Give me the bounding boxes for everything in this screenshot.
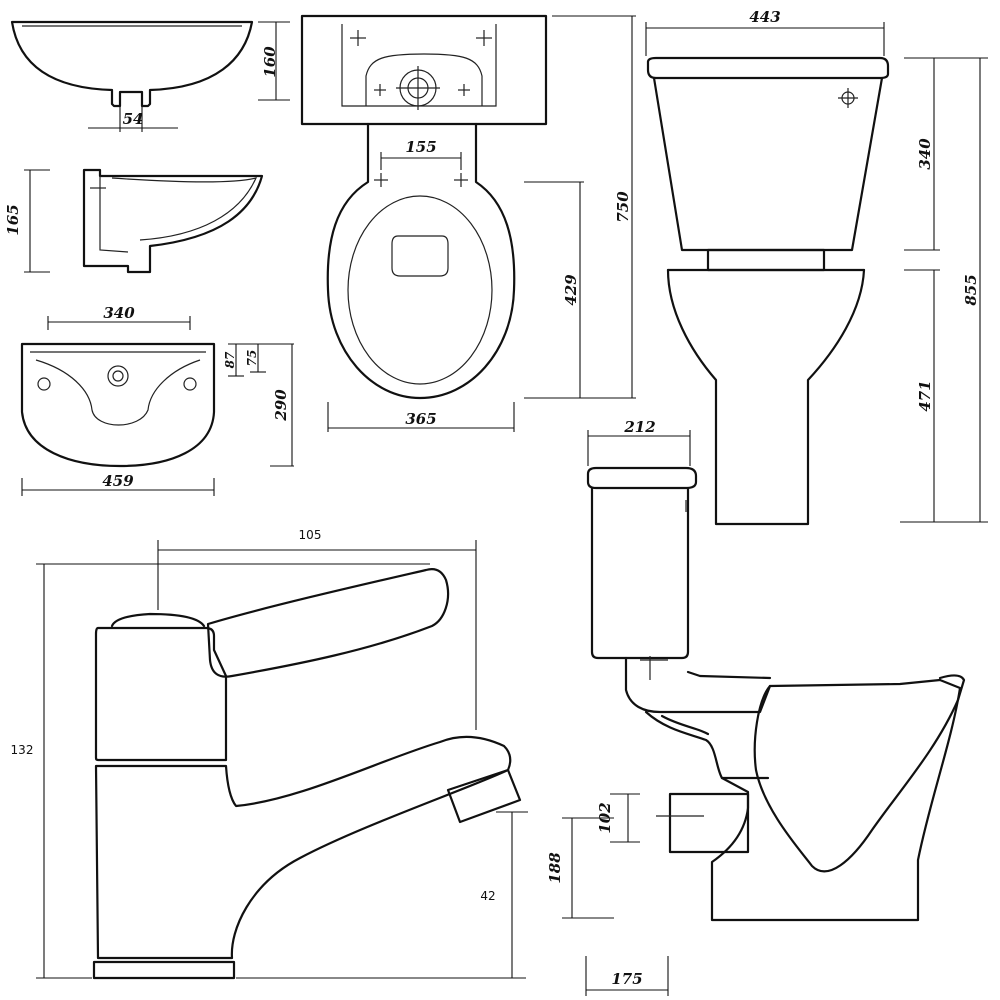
wc-side-view bbox=[586, 466, 966, 922]
label-212: 212 bbox=[623, 418, 655, 436]
dim-basin-tap-offsets: 87 75 bbox=[223, 343, 274, 377]
basin-plan-view bbox=[20, 342, 216, 468]
label-459: 459 bbox=[102, 472, 134, 490]
label-429: 429 bbox=[562, 274, 580, 306]
label-155: 155 bbox=[405, 138, 436, 156]
label-855: 855 bbox=[962, 274, 980, 305]
label-471: 471 bbox=[916, 380, 934, 411]
dim-wc-340-cistern: 340 bbox=[904, 57, 940, 251]
dim-tap-132: 132 bbox=[11, 563, 430, 979]
label-165: 165 bbox=[4, 204, 22, 235]
label-443: 443 bbox=[749, 8, 780, 26]
dim-basin-side-height: 165 bbox=[4, 169, 50, 273]
label-175: 175 bbox=[611, 970, 642, 988]
dim-wc-855: 855 bbox=[940, 57, 988, 522]
dim-wc-471: 471 bbox=[900, 269, 988, 523]
dim-basin-459: 459 bbox=[21, 472, 215, 496]
dim-wc-175: 175 bbox=[585, 956, 669, 996]
label-42: 42 bbox=[480, 889, 495, 903]
basin-front-view bbox=[10, 20, 254, 108]
label-188: 188 bbox=[546, 852, 564, 884]
dim-wc-750: 750 bbox=[552, 15, 636, 399]
label-105: 105 bbox=[299, 528, 322, 542]
label-290: 290 bbox=[272, 389, 290, 422]
basin-side-view bbox=[82, 168, 264, 274]
dim-waste-width: 54 bbox=[88, 106, 178, 132]
dim-wc-429: 429 bbox=[524, 181, 584, 399]
tap-side-view bbox=[92, 568, 522, 980]
dim-wc-443: 443 bbox=[645, 8, 885, 56]
dim-wc-365: 365 bbox=[327, 402, 515, 432]
label-750: 750 bbox=[614, 191, 632, 223]
dim-tap-105: 105 bbox=[157, 528, 477, 730]
label-132: 132 bbox=[11, 743, 34, 757]
dim-basin-290: 290 bbox=[270, 343, 294, 467]
label-365: 365 bbox=[405, 410, 436, 428]
label-160: 160 bbox=[261, 46, 279, 78]
dim-wc-188: 188 bbox=[546, 817, 614, 919]
label-340-basin: 340 bbox=[103, 304, 135, 322]
label-54: 54 bbox=[123, 110, 144, 128]
label-75: 75 bbox=[245, 350, 259, 367]
label-87: 87 bbox=[223, 351, 237, 368]
wc-front-view bbox=[646, 56, 890, 526]
dim-tap-42: 42 bbox=[236, 811, 528, 979]
wc-plan-view bbox=[300, 14, 548, 400]
dim-wc-side-212: 212 bbox=[587, 418, 691, 466]
label-340-cistern: 340 bbox=[916, 138, 934, 170]
dim-wc-155: 155 bbox=[380, 138, 462, 170]
dim-basin-height: 160 bbox=[258, 21, 290, 101]
dim-basin-340: 340 bbox=[47, 304, 191, 330]
